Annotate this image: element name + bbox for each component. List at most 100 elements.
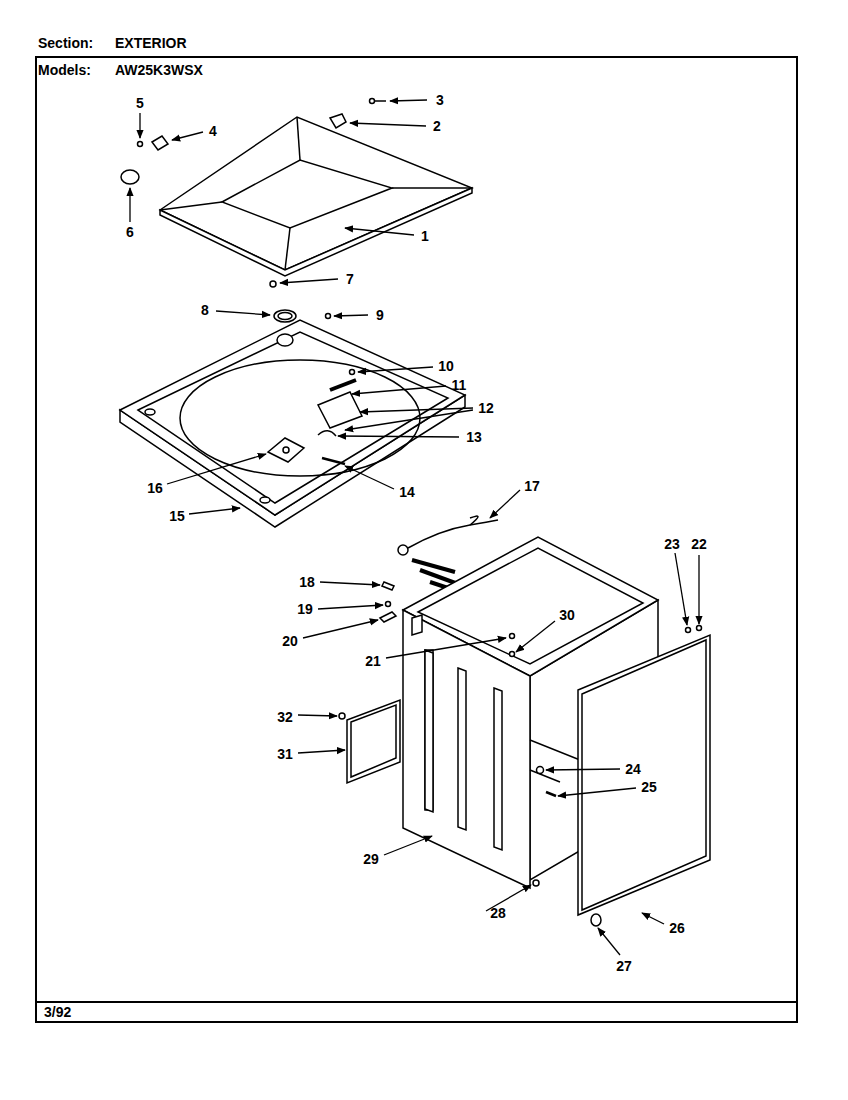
cabinet — [510, 634, 515, 639]
hinge-parts — [121, 99, 386, 288]
callout-number: 28 — [490, 906, 506, 920]
top-panel — [283, 447, 289, 453]
clip-parts — [380, 612, 396, 622]
callout-number: 22 — [691, 537, 707, 551]
callout-number: 14 — [399, 485, 415, 499]
callout-number: 21 — [365, 654, 381, 668]
top-panel — [278, 313, 292, 320]
power-cord — [420, 570, 458, 584]
leader-lines — [390, 100, 427, 101]
hinge-parts — [330, 114, 346, 128]
hinge-parts — [370, 99, 375, 104]
callout-number: 6 — [126, 225, 134, 239]
leader-lines — [360, 408, 473, 412]
leader-lines — [320, 582, 380, 585]
hinge-parts — [374, 100, 386, 102]
cabinet — [425, 650, 433, 812]
leader-lines — [139, 113, 140, 138]
callout-number: 10 — [438, 359, 454, 373]
power-cord — [398, 545, 408, 555]
cabinet — [510, 652, 515, 657]
leader-lines — [334, 315, 368, 316]
lid — [297, 117, 300, 160]
lid — [285, 228, 290, 270]
leader-lines — [516, 621, 555, 652]
top-panel — [260, 497, 270, 503]
clip-parts — [533, 880, 539, 886]
leader-lines — [558, 788, 636, 796]
clip-parts — [382, 582, 394, 590]
rear-panel — [686, 628, 691, 633]
power-cord — [408, 520, 498, 548]
leader-lines — [345, 466, 394, 489]
leader-lines — [338, 436, 459, 437]
rear-panel — [578, 635, 710, 915]
rear-panel — [697, 626, 702, 631]
callout-number: 5 — [136, 96, 144, 110]
leader-lines — [490, 490, 520, 518]
leader-lines — [384, 836, 432, 855]
callout-number: 24 — [625, 762, 641, 776]
frame-rule — [36, 1001, 797, 1003]
leader-lines — [318, 605, 383, 609]
callout-number: 18 — [299, 575, 315, 589]
leader-lines — [280, 279, 338, 283]
leader-lines — [675, 553, 687, 625]
leader-lines — [642, 913, 664, 924]
callout-number: 26 — [669, 921, 685, 935]
callout-number: 20 — [282, 634, 298, 648]
leader-lines — [303, 620, 378, 638]
clip-parts — [546, 792, 556, 796]
rear-panel — [591, 914, 601, 926]
leader-lines — [386, 638, 506, 658]
leader-lines — [598, 928, 620, 955]
header-value: EXTERIOR — [115, 36, 187, 50]
top-panel — [322, 458, 345, 464]
frame — [36, 57, 797, 1022]
top-panel — [350, 370, 355, 375]
leader-lines — [130, 100, 699, 955]
lid — [160, 202, 222, 210]
callout-number: 9 — [376, 308, 384, 322]
hinge-parts — [270, 281, 276, 287]
date-code: 3/92 — [44, 1005, 71, 1019]
cabinet — [530, 740, 580, 760]
top-panel — [318, 392, 362, 428]
leader-lines — [298, 715, 337, 716]
leader-lines — [167, 454, 266, 484]
top-panel — [120, 310, 465, 527]
callout-number: 23 — [664, 537, 680, 551]
hinge-parts — [138, 142, 143, 147]
callout-number: 16 — [147, 481, 163, 495]
frame — [36, 57, 797, 1022]
leader-lines — [298, 750, 345, 753]
header-label: Section: — [38, 36, 93, 50]
clip-parts — [339, 582, 556, 886]
leader-lines — [172, 132, 203, 140]
cabinet — [530, 770, 560, 782]
callout-number: 4 — [209, 124, 217, 138]
top-panel — [274, 310, 296, 322]
leader-lines — [216, 311, 270, 315]
callout-number: 31 — [277, 747, 293, 761]
top-panel — [318, 431, 336, 436]
leader-lines — [345, 410, 473, 430]
clip-parts — [386, 602, 391, 607]
power-cord — [412, 560, 455, 572]
callout-number: 8 — [201, 303, 209, 317]
callout-number: 19 — [297, 602, 313, 616]
top-panel — [138, 332, 448, 503]
lid — [392, 187, 472, 189]
access-panel — [347, 700, 400, 783]
access-panel — [351, 705, 396, 777]
header-value: AW25K3WSX — [115, 63, 203, 77]
lid — [222, 160, 392, 228]
callout-number: 25 — [641, 780, 657, 794]
callout-number: 7 — [346, 272, 354, 286]
leader-lines — [358, 367, 433, 372]
hinge-parts — [121, 170, 139, 184]
leader-lines — [698, 555, 699, 624]
callout-number: 1 — [421, 229, 429, 243]
top-panel — [180, 360, 420, 476]
